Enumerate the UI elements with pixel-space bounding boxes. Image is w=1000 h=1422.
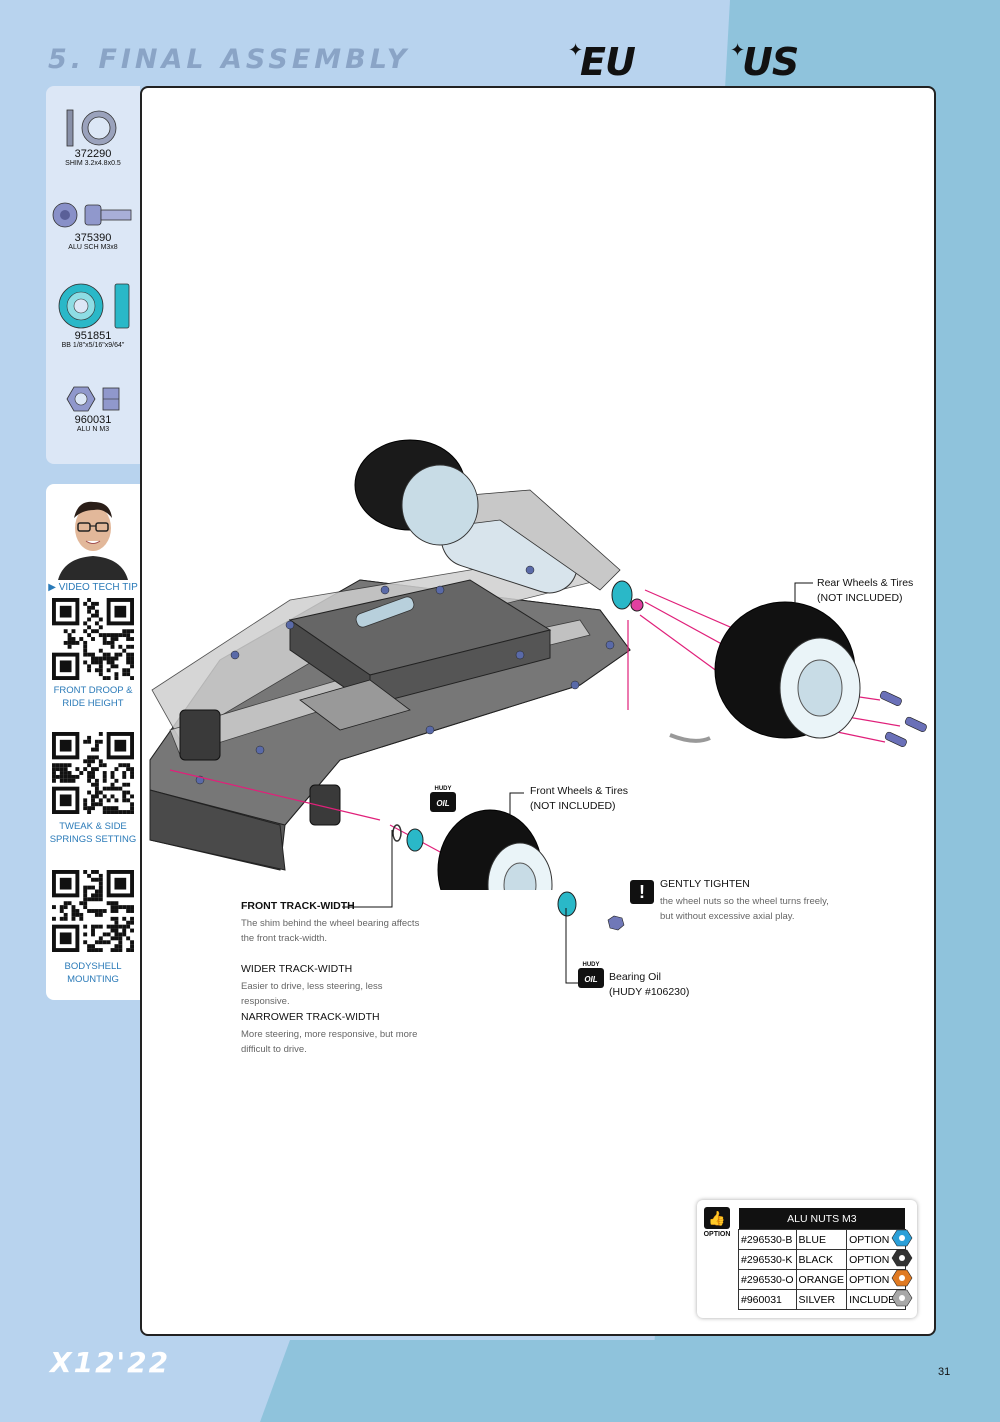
part-desc: ALU SCH M3x8 [68, 244, 118, 251]
star-icon: ✦ [730, 40, 746, 60]
note-title: WIDER TRACK-WIDTH [241, 963, 353, 975]
qr-code-bodyshell[interactable] [52, 870, 134, 952]
star-icon: ✦ [568, 40, 584, 60]
option-color: BLACK [795, 1249, 848, 1270]
footer-band-left [0, 1340, 290, 1422]
part-code: 375390 [74, 232, 112, 244]
bearing-icon [58, 283, 130, 329]
part-code: 372290 [74, 148, 112, 160]
part-item: 372290 SHIM 3.2x4.8x0.5 [46, 108, 140, 167]
hudy-oil-badge: HUDY OIL [578, 962, 604, 996]
part-desc: BB 1/8"x5/16"x9/64" [61, 342, 125, 349]
rear-wheels-note: (NOT INCLUDED) [817, 592, 903, 604]
region-eu-logo: EU [580, 40, 636, 84]
option-status: OPTION [846, 1229, 906, 1250]
video-label[interactable]: BODYSHELL MOUNTING [64, 961, 122, 985]
bearing-oil-callout: Bearing Oil (HUDY #106230) [609, 970, 689, 1000]
note-title: NARROWER TRACK-WIDTH [241, 1011, 380, 1023]
note-text: The shim behind the wheel bearing affect… [241, 918, 420, 944]
video-label[interactable]: FRONT DROOP & RIDE HEIGHT [53, 685, 133, 709]
warning-icon: ! [630, 880, 654, 904]
part-desc: SHIM 3.2x4.8x0.5 [65, 160, 121, 167]
option-table-title: ALU NUTS M3 [738, 1208, 906, 1230]
part-item: 960031 ALU N M3 [46, 384, 140, 433]
video-tech-tip-label: VIDEO TECH TIP [58, 582, 138, 593]
part-desc: ALU N M3 [76, 426, 110, 433]
option-code: #960031 [738, 1289, 797, 1310]
qr-code-tweak[interactable] [52, 732, 134, 814]
bearing-oil-ref: (HUDY #106230) [609, 986, 690, 998]
car-assembly-illustration [149, 439, 927, 890]
option-label: OPTION [703, 1231, 731, 1238]
screw-icon [52, 202, 132, 228]
region-us-logo: US [742, 40, 799, 84]
oil-label: OIL [584, 975, 598, 984]
option-code: #296530-K [738, 1249, 797, 1270]
nut-icon [66, 386, 120, 412]
note-text: More steering, more responsive, but more… [241, 1029, 418, 1055]
gently-tighten-title: GENTLY TIGHTEN [660, 878, 750, 890]
option-code: #296530-B [738, 1229, 797, 1250]
nut-swatches [891, 1229, 913, 1307]
play-icon: ▶ [48, 582, 56, 593]
hudy-brand: HUDY [582, 962, 600, 968]
video-label[interactable]: TWEAK & SIDE SPRINGS SETTING [49, 821, 137, 845]
page-number: 31 [938, 1366, 951, 1378]
parts-sidebar: 372290 SHIM 3.2x4.8x0.5 375390 ALU SCH M… [46, 86, 140, 464]
part-item: 951851 BB 1/8"x5/16"x9/64" [46, 282, 140, 349]
option-color: BLUE [795, 1229, 848, 1250]
part-code: 960031 [74, 414, 112, 426]
hudy-brand: HUDY [434, 786, 452, 792]
part-code: 951851 [74, 330, 112, 342]
qr-code-front-droop[interactable] [52, 598, 134, 680]
video-tech-tip-title: ▶ VIDEO TECH TIP [46, 582, 140, 593]
video-sidebar: ▶ VIDEO TECH TIP FRONT DROOP & RIDE HEIG… [46, 484, 140, 1000]
front-wheels-note: (NOT INCLUDED) [530, 800, 616, 812]
section-title: 5. FINAL ASSEMBLY [48, 44, 411, 75]
shim-icon [66, 109, 117, 147]
front-outer-bearing-and-nut [557, 891, 625, 931]
presenter-avatar [54, 492, 132, 580]
thumbs-up-icon: 👍 [704, 1207, 730, 1229]
note-title: FRONT TRACK-WIDTH [241, 900, 355, 912]
gently-tighten-text: the wheel nuts so the wheel turns freely… [660, 896, 829, 922]
option-color: ORANGE [795, 1269, 848, 1290]
bearing-oil-label: Bearing Oil [609, 971, 661, 983]
front-wheels-callout: Front Wheels & Tires (NOT INCLUDED) [530, 784, 628, 814]
hudy-oil-badge: HUDY OIL [430, 786, 456, 820]
oil-label: OIL [436, 799, 450, 808]
oil-icon: OIL [430, 792, 456, 812]
rear-wheels-callout: Rear Wheels & Tires (NOT INCLUDED) [817, 576, 913, 606]
option-code: #296530-O [738, 1269, 797, 1290]
front-wheels-label: Front Wheels & Tires [530, 785, 629, 797]
note-text: Easier to drive, less steering, less res… [241, 981, 383, 1007]
option-color: SILVER [795, 1289, 848, 1310]
rear-wheels-label: Rear Wheels & Tires [817, 577, 914, 589]
oil-icon: OIL [578, 968, 604, 988]
model-logo: X12'22 [50, 1346, 171, 1379]
part-item: 375390 ALU SCH M3x8 [46, 198, 140, 251]
